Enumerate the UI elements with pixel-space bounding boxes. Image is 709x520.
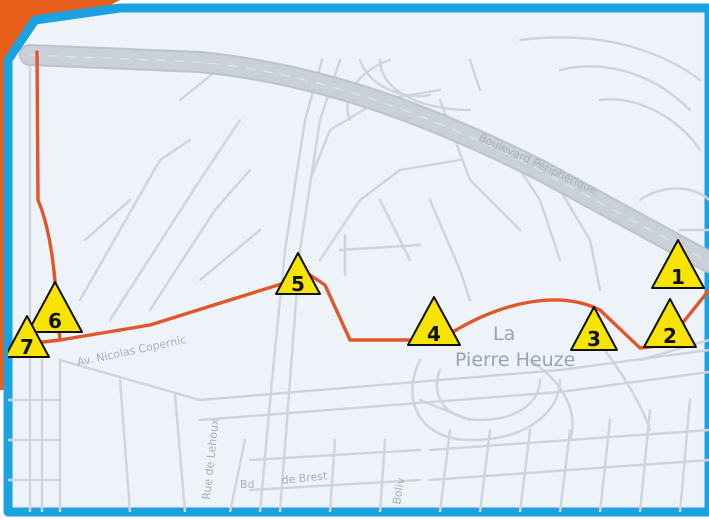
marker-label: 2 bbox=[663, 324, 677, 348]
marker-1[interactable]: 1 bbox=[651, 239, 705, 289]
marker-3[interactable]: 3 bbox=[570, 306, 618, 351]
label-place-pierre-heuze: Pierre Heuze bbox=[455, 349, 575, 371]
marker-4[interactable]: 4 bbox=[407, 296, 461, 346]
marker-2[interactable]: 2 bbox=[643, 298, 697, 348]
marker-label: 4 bbox=[427, 322, 441, 346]
label-bd: Bd bbox=[240, 478, 255, 491]
route-line bbox=[35, 50, 709, 350]
map-frame bbox=[3, 3, 709, 517]
marker-7[interactable]: 7 bbox=[5, 315, 50, 359]
boulevard-peripherique bbox=[19, 44, 709, 273]
marker-label: 5 bbox=[291, 272, 305, 296]
map-content: Boulevard Périphérique Av. Nicolas Coper… bbox=[5, 36, 709, 512]
frame-orange-corner bbox=[0, 0, 120, 390]
marker-5[interactable]: 5 bbox=[275, 252, 321, 296]
marker-6[interactable]: 6 bbox=[27, 281, 83, 333]
label-bolivar: Boliv bbox=[390, 476, 408, 505]
label-place-la: La bbox=[493, 323, 515, 345]
marker-label: 6 bbox=[48, 309, 62, 333]
marker-label: 7 bbox=[20, 335, 34, 359]
label-de-brest: de Brest bbox=[281, 469, 329, 487]
marker-label: 1 bbox=[671, 265, 685, 289]
marker-label: 3 bbox=[587, 327, 601, 351]
